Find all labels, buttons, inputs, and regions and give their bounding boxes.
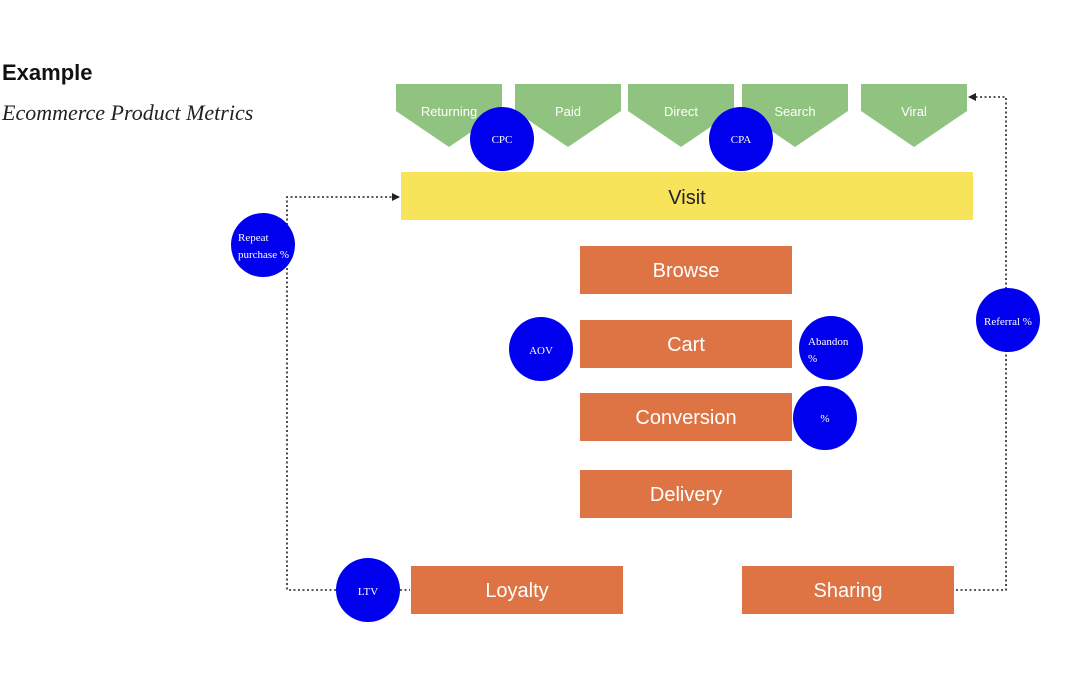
stage-label: Browse [653,260,720,282]
metric-circle [799,316,863,380]
stage-label: Cart [667,334,705,356]
stage-cart: Cart [580,320,792,368]
metric-label: Abandon [808,336,849,348]
page-title: Example [2,60,93,85]
channel-shape [861,84,967,147]
metric-label: purchase % [238,249,289,261]
stage-shape [742,566,954,614]
channel-label: Direct [664,104,698,119]
metric-label: Repeat [238,232,269,244]
metric-cpc: CPC [470,107,534,171]
repeat-purchase-connector [286,193,400,591]
channel-shape [396,84,502,147]
page-subtitle: Ecommerce Product Metrics [2,100,254,125]
metric-label: CPC [492,134,513,146]
stage-shape [580,246,792,294]
metric-label: AOV [529,345,553,357]
channel-shape [628,84,734,147]
stage-delivery: Delivery [580,470,792,518]
channel-shape [515,84,621,147]
metric-label: % [820,413,829,425]
metric-cpa: CPA [709,107,773,171]
metric-referral: Referral % [976,288,1040,352]
stage-conversion: Conversion [580,393,792,441]
metric-circle [336,558,400,622]
metric-repeat: Repeat purchase % [231,213,295,277]
metric-abandon: Abandon% [799,316,863,380]
stage-shape [580,393,792,441]
visit-bar: Visit [401,172,973,220]
metric-label: Referral % [984,316,1032,328]
metric-ltv: LTV [336,558,400,622]
metric-aov: AOV [509,317,573,381]
channel-label: Returning [421,104,477,119]
visit-label: Visit [668,187,706,209]
metric-circle [509,317,573,381]
channel-direct: Direct [628,84,734,147]
metric-label: LTV [358,586,378,598]
metric-circle [470,107,534,171]
stage-sharing: Sharing [742,566,954,614]
channel-shape [742,84,848,147]
stage-label: Conversion [635,407,736,429]
stage-loyalty: Loyalty [411,566,623,614]
channel-label: Search [774,104,815,119]
channel-label: Paid [555,104,581,119]
metric-circle [709,107,773,171]
channel-search: Search [742,84,848,147]
stage-browse: Browse [580,246,792,294]
stage-label: Delivery [650,484,722,506]
stage-label: Sharing [814,580,883,602]
channel-label: Viral [901,104,927,119]
stage-shape [580,470,792,518]
metric-circle [231,213,295,277]
stage-label: Loyalty [485,580,548,602]
channel-returning: Returning [396,84,502,147]
metric-circle [793,386,857,450]
channel-paid: Paid [515,84,621,147]
visit-shape [401,172,973,220]
stage-shape [411,566,623,614]
metric-label: % [808,353,817,365]
metric-label: CPA [731,134,751,146]
metric-conversion-rate: % [793,386,857,450]
stage-shape [580,320,792,368]
channel-viral: Viral [861,84,967,147]
metric-circle [976,288,1040,352]
